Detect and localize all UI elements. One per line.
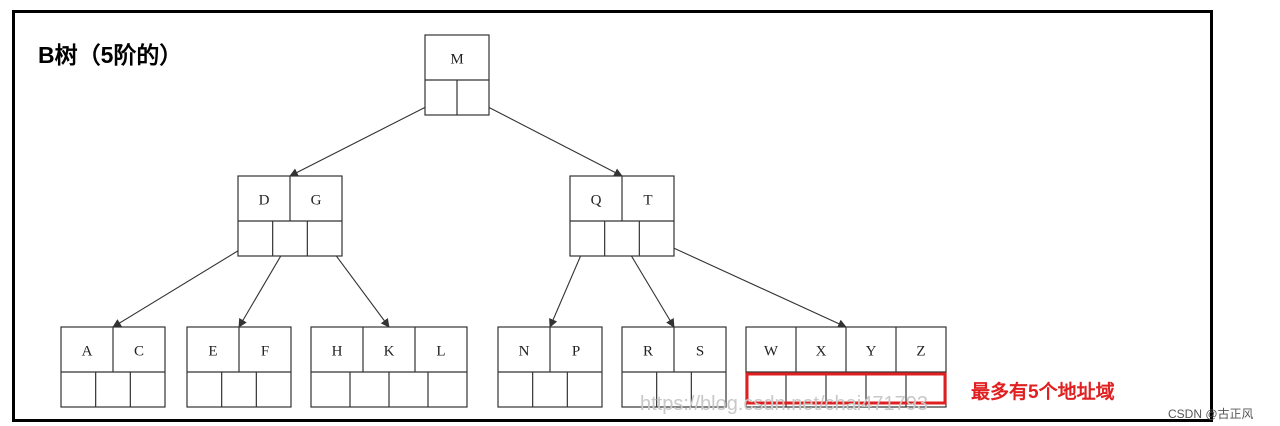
node-key: H — [332, 344, 343, 360]
annotation-text: 最多有5个地址域 — [971, 380, 1115, 403]
node-key: E — [208, 344, 217, 360]
edge-qt-wxyz — [656, 239, 847, 328]
node-key: F — [261, 344, 269, 360]
node-key: P — [572, 344, 580, 360]
node-key: G — [311, 193, 322, 209]
node-key: D — [259, 193, 270, 209]
node-key: S — [696, 344, 704, 360]
watermark-text: https://blog.csdn.net/chai471793 — [640, 393, 928, 415]
node-key: R — [643, 344, 653, 360]
address-field-highlight — [745, 372, 947, 405]
node-key: A — [82, 344, 93, 360]
node-key: X — [816, 344, 827, 360]
node-key: Q — [591, 193, 602, 209]
node-key: M — [450, 52, 463, 68]
credit-text: CSDN @古正风 — [1168, 406, 1254, 421]
node-key: T — [643, 193, 652, 209]
node-wxyz: W X Y Z — [745, 326, 947, 408]
edge-root-dg — [289, 98, 442, 177]
node-key: L — [436, 344, 445, 360]
edge-dg-ac — [112, 239, 256, 328]
node-key: Y — [866, 344, 877, 360]
diagram-title: B树（5阶的） — [38, 42, 183, 68]
node-key: K — [384, 344, 395, 360]
node-key: C — [134, 344, 144, 360]
node-root: M — [424, 34, 490, 116]
node-key: Z — [916, 344, 925, 360]
node-key: N — [519, 344, 530, 360]
node-key: W — [764, 344, 779, 360]
edges-layer — [112, 98, 847, 328]
edge-root-qt — [472, 98, 623, 177]
